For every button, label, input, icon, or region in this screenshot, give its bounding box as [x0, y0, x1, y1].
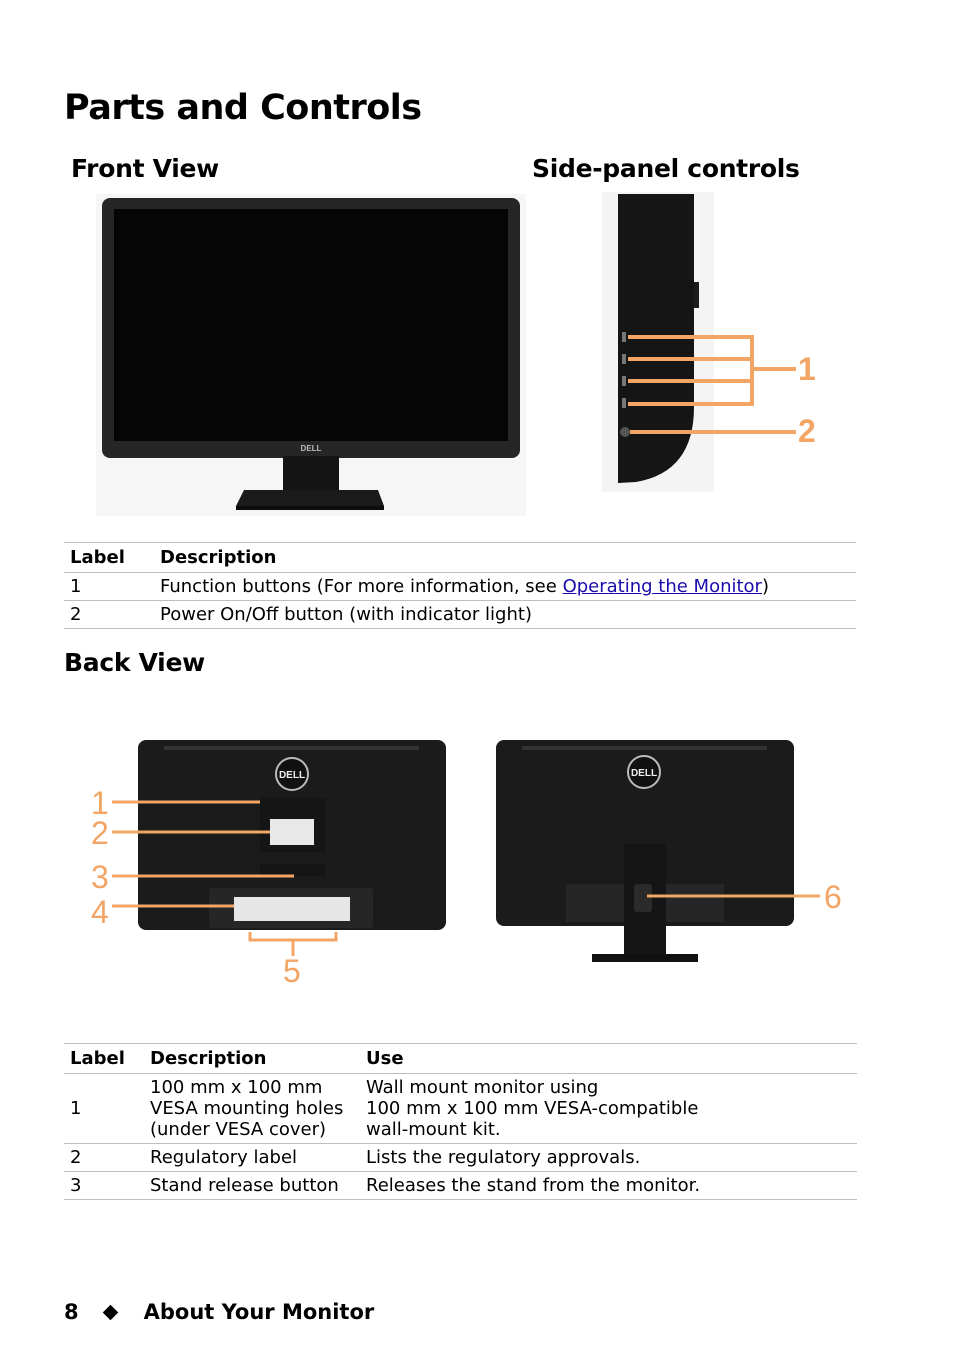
side-panel-heading: Side-panel controls: [532, 154, 800, 183]
column-header-use: Use: [360, 1043, 857, 1074]
description-line: 100 mm x 100 mm: [150, 1077, 323, 1098]
table-row: 3 Stand release button Releases the stan…: [64, 1171, 857, 1200]
back-view-left-image: DELL 1 2 3 4 5: [91, 740, 446, 989]
back-parts-table: Label Description Use 1 100 mm x 100 mm …: [64, 1043, 857, 1200]
description-suffix: ): [761, 576, 769, 597]
table-row: 1 100 mm x 100 mm VESA mounting holes (u…: [64, 1073, 857, 1144]
row-label: 3: [64, 1171, 144, 1200]
use-line: wall-mount kit.: [366, 1119, 501, 1140]
column-header-description: Description: [154, 542, 856, 573]
description-line: VESA mounting holes: [150, 1098, 344, 1119]
side-callout-1: 1: [798, 351, 816, 387]
table-row: 2 Power On/Off button (with indicator li…: [64, 600, 856, 629]
footer-section-title: About Your Monitor: [143, 1300, 375, 1324]
back-logo-left: DELL: [279, 770, 305, 781]
front-controls-table: Label Description 1 Function buttons (Fo…: [64, 542, 856, 629]
front-monitor-image: DELL: [96, 194, 526, 516]
use-line: Wall mount monitor using: [366, 1077, 599, 1098]
table-header-row: Label Description: [64, 542, 856, 573]
row-use: Wall mount monitor using 100 mm x 100 mm…: [360, 1073, 857, 1144]
description-text: Function buttons (For more information, …: [160, 576, 563, 597]
page-number: 8: [64, 1300, 79, 1324]
description-line: (under VESA cover): [150, 1119, 327, 1140]
row-description: Power On/Off button (with indicator ligh…: [154, 600, 856, 629]
use-line: 100 mm x 100 mm VESA-compatible: [366, 1098, 699, 1119]
diamond-bullet-icon: [102, 1304, 118, 1320]
table-header-row: Label Description Use: [64, 1043, 857, 1074]
back-view-heading: Back View: [64, 648, 205, 677]
page-footer: 8 About Your Monitor: [64, 1300, 374, 1324]
page-title: Parts and Controls: [64, 88, 422, 128]
back-callout-6: 6: [824, 879, 842, 915]
column-header-label: Label: [64, 542, 154, 573]
table-row: 1 Function buttons (For more information…: [64, 572, 856, 601]
back-callout-4: 4: [91, 894, 109, 930]
back-callout-1: 1: [91, 785, 109, 821]
row-label: 2: [64, 600, 154, 629]
row-label: 1: [64, 572, 154, 601]
column-header-description: Description: [144, 1043, 360, 1074]
side-callout-2: 2: [798, 413, 816, 449]
back-callout-5: 5: [283, 953, 301, 989]
table-row: 2 Regulatory label Lists the regulatory …: [64, 1143, 857, 1172]
row-label: 1: [64, 1073, 144, 1144]
power-button-icon: [620, 427, 630, 437]
operating-the-monitor-link[interactable]: Operating the Monitor: [562, 576, 762, 597]
row-description: Regulatory label: [144, 1143, 360, 1172]
back-view-right-image: DELL 6: [496, 740, 842, 962]
row-description: Stand release button: [144, 1171, 360, 1200]
column-header-label: Label: [64, 1043, 144, 1074]
back-callout-3: 3: [91, 859, 109, 895]
row-description: Function buttons (For more information, …: [154, 572, 856, 601]
side-panel-image: 1 2: [602, 192, 816, 492]
back-callout-2: 2: [91, 815, 109, 851]
row-use: Lists the regulatory approvals.: [360, 1143, 857, 1172]
front-logo: DELL: [301, 444, 322, 453]
front-view-heading: Front View: [71, 154, 219, 183]
row-use: Releases the stand from the monitor.: [360, 1171, 857, 1200]
back-logo-right: DELL: [631, 768, 657, 779]
row-label: 2: [64, 1143, 144, 1172]
row-description: 100 mm x 100 mm VESA mounting holes (und…: [144, 1073, 360, 1144]
